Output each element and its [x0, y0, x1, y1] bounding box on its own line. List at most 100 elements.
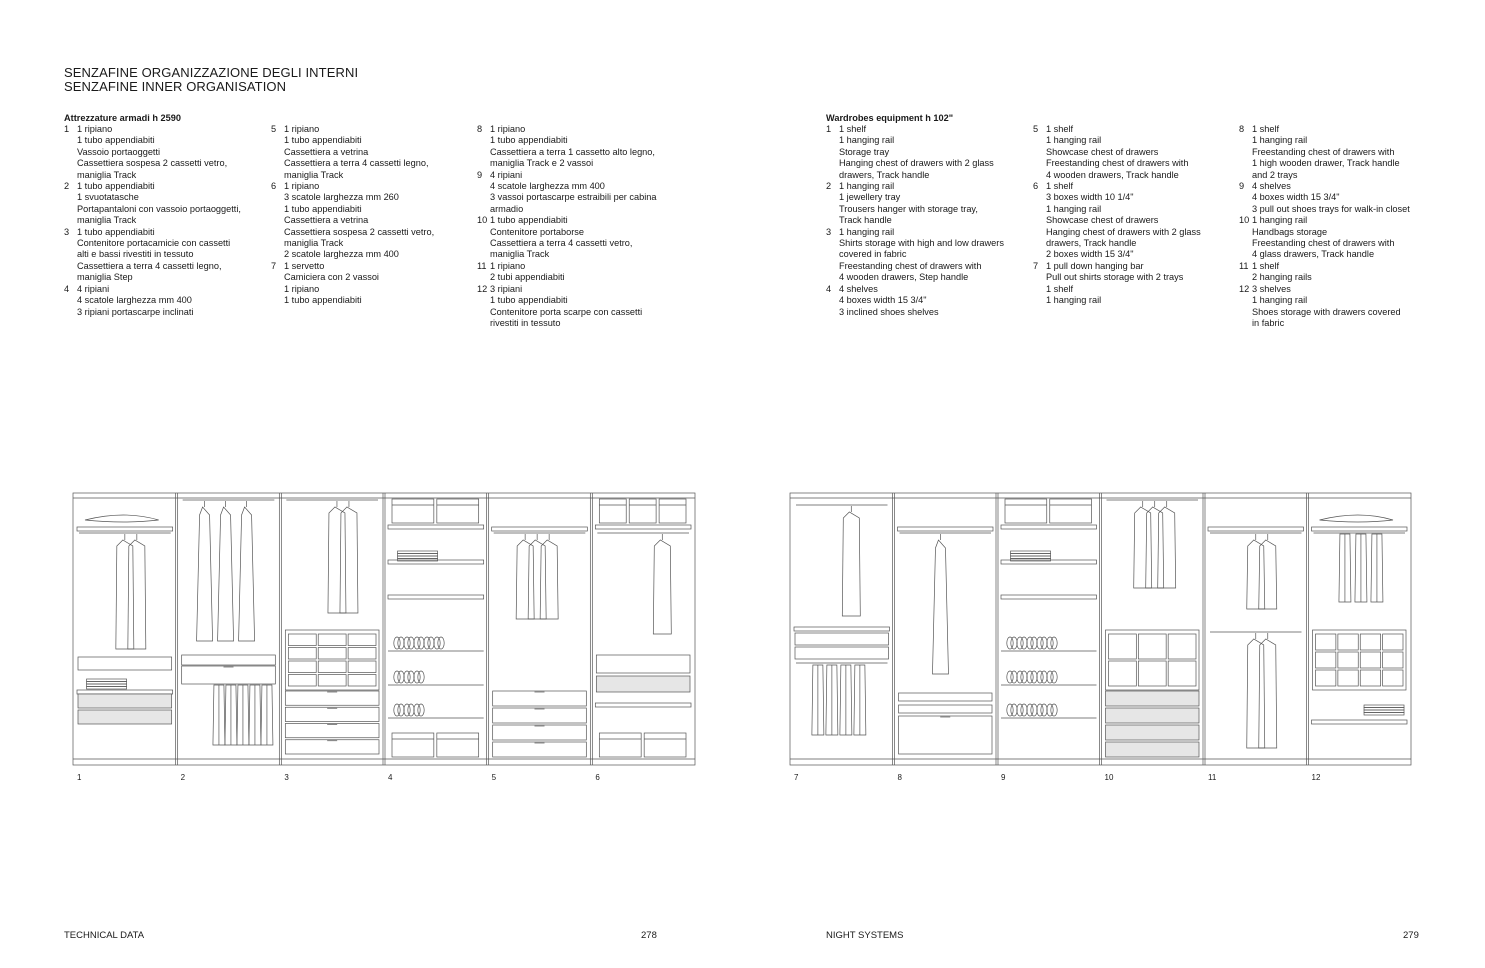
shoe — [1050, 636, 1058, 650]
item-line: Hanging chest of drawers with 2 glass — [1046, 226, 1201, 237]
item-line: rivestiti in tessuto — [490, 317, 561, 328]
footer-page-right: 279 — [1403, 930, 1419, 941]
item-line: covered in fabric — [839, 249, 907, 260]
footer-section-left: TECHNICAL DATA — [64, 930, 145, 941]
garment-dress — [932, 539, 949, 675]
storage-box — [1049, 498, 1092, 524]
tray — [77, 656, 173, 671]
item-line: Showcase chest of drawers — [1046, 146, 1159, 157]
item-line: Portapantaloni con vassoio portaoggetti, — [77, 203, 241, 214]
storage-compartment — [347, 633, 377, 646]
item-number: 9 — [1239, 181, 1245, 192]
glass-drawer — [77, 709, 173, 725]
storage-box — [391, 732, 435, 758]
item-line: 1 tubo appendiabiti — [284, 135, 362, 146]
drawer — [492, 724, 587, 741]
folded-clothes — [86, 681, 127, 685]
storage-compartment — [347, 660, 377, 673]
garment-trousers — [1354, 533, 1368, 603]
storage-compartment — [1382, 633, 1404, 651]
pillow — [1319, 514, 1394, 523]
shoe — [1036, 703, 1044, 717]
item-line: Cassettiera sospesa 2 cassetti vetro, — [284, 226, 435, 237]
item-line: 1 shelf — [1046, 181, 1074, 192]
shoe — [403, 636, 411, 650]
item-line: Freestanding chest of drawers with — [1046, 158, 1189, 169]
garment-trousers — [811, 664, 825, 736]
shoe — [1040, 670, 1048, 684]
storage-box — [598, 732, 642, 758]
storage-box — [436, 732, 480, 758]
item-number: 1 — [826, 124, 832, 134]
item-line: Contenitore porta scarpe con cassetti — [490, 306, 643, 317]
item-line: 1 svuotatasche — [77, 192, 139, 203]
garment-dress — [217, 506, 234, 642]
shelf — [1311, 719, 1408, 725]
item-number: 4 — [64, 283, 70, 294]
item-number: 2 — [64, 181, 70, 192]
bay-label: 1 — [77, 773, 82, 782]
storage-compartment — [287, 660, 317, 673]
garment-trousers — [825, 664, 839, 736]
item-number: 10 — [477, 215, 488, 226]
item-line: 1 shelf — [1252, 124, 1280, 134]
shoe — [1030, 703, 1038, 717]
garment-coat — [339, 506, 359, 614]
item-line: 2 tubi appendiabiti — [490, 272, 565, 283]
storage-box — [598, 498, 627, 524]
bay-label: 7 — [794, 773, 799, 782]
item-line: 3 inclined shoes shelves — [839, 306, 939, 317]
drawer — [181, 665, 276, 685]
item-line: 1 tubo appendiabiti — [490, 215, 568, 226]
bay-label: 11 — [1208, 773, 1217, 782]
tray — [794, 646, 889, 660]
item-line: 1 ripiano — [284, 181, 320, 192]
item-line: 4 ripiani — [77, 283, 110, 294]
storage-compartment — [1108, 633, 1137, 660]
item-line: 1 hanging rail — [1252, 215, 1308, 226]
shoe — [1026, 636, 1034, 650]
storage-compartment — [1337, 669, 1359, 687]
item-line: 1 hanging rail — [839, 135, 895, 146]
item-line: 1 pull down hanging bar — [1046, 260, 1144, 271]
bay-label: 9 — [1001, 773, 1006, 782]
shelf — [1000, 559, 1097, 565]
shoe — [413, 703, 421, 717]
storage-compartment — [287, 633, 317, 646]
item-number: 7 — [271, 260, 277, 271]
shoe — [1010, 670, 1018, 684]
shoe — [1010, 636, 1018, 650]
garment-coat — [1145, 506, 1165, 589]
item-line: 4 scatole larghezza mm 400 — [490, 181, 605, 192]
item-line: Shirts storage with high and low drawers — [839, 238, 1004, 249]
item-line: 1 ripiano — [284, 124, 320, 134]
shoe — [393, 703, 401, 717]
drawer — [284, 723, 380, 739]
shoe — [1040, 636, 1048, 650]
title-italian: SENZAFINE ORGANIZZAZIONE DEGLI INTERNI — [64, 65, 359, 80]
item-line: Freestanding chest of drawers with — [1252, 146, 1395, 157]
item-line: 1 tubo appendiabiti — [490, 135, 568, 146]
item-line: 1 shelf — [839, 124, 867, 134]
glass-drawer — [77, 693, 173, 709]
item-line: 1 hanging rail — [1252, 135, 1308, 146]
shoe — [1020, 636, 1028, 650]
item-line: Pull out shirts storage with 2 trays — [1046, 272, 1184, 283]
storage-compartment — [1359, 669, 1381, 687]
glass-drawer — [1105, 690, 1200, 707]
glass-drawer — [595, 675, 691, 693]
storage-unit — [1312, 629, 1407, 691]
storage-compartment — [317, 647, 347, 660]
shoe — [1016, 703, 1024, 717]
item-number: 8 — [477, 124, 483, 134]
shoe — [1016, 670, 1024, 684]
